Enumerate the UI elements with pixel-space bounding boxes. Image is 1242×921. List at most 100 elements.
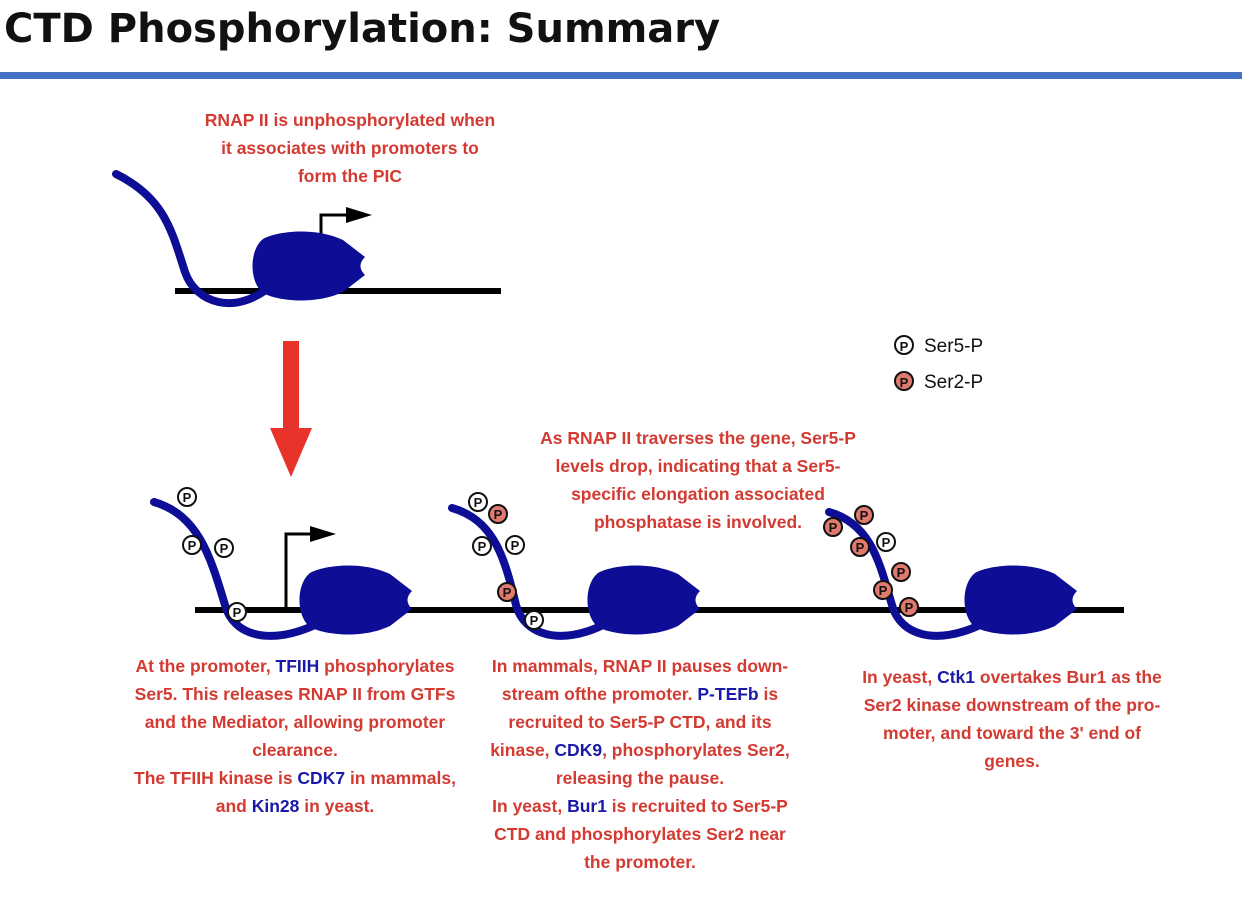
caption-phosphatase-line: As RNAP II traverses the gene, Ser5-P xyxy=(540,428,856,448)
ser5-phospho-marker xyxy=(472,536,492,556)
highlight-cdk7: CDK7 xyxy=(297,768,346,788)
ctd-tail-pic xyxy=(112,170,277,308)
caption-text: the promoter. xyxy=(584,852,696,872)
ser5-phospho-marker xyxy=(876,532,896,552)
caption-text: recruited to Ser5-P CTD, and its xyxy=(508,712,772,732)
caption-text: and xyxy=(215,796,252,816)
caption-text: Ser5. This releases RNAP II from GTFs xyxy=(134,684,456,704)
caption-text: and the Mediator, allowing promoter xyxy=(144,712,446,732)
caption-pic-line: it associates with promoters to xyxy=(221,138,479,158)
phospho-marker-symbol: P xyxy=(474,495,483,510)
ctd-tail-panel1 xyxy=(150,498,319,640)
caption-phosphatase-line: levels drop, indicating that a Ser5- xyxy=(555,456,841,476)
ser5-phospho-marker xyxy=(524,610,544,630)
caption-text: is xyxy=(758,684,779,704)
caption-text: releasing the pause. xyxy=(555,768,725,788)
caption-phosphatase-line: phosphatase is involved. xyxy=(593,512,803,532)
caption-text: in yeast. xyxy=(299,796,375,816)
caption-text: is recruited to Ser5-P xyxy=(606,796,788,816)
phospho-marker-symbol: P xyxy=(905,600,914,615)
phospho-marker-symbol: P xyxy=(478,539,487,554)
phospho-marker-symbol: P xyxy=(882,535,891,550)
caption-text: CTD and phosphorylates Ser2 near xyxy=(494,824,786,844)
promoter-arrowhead-top xyxy=(346,207,372,223)
ser2-phospho-marker xyxy=(891,562,911,582)
highlight-ctk1: Ctk1 xyxy=(937,667,976,687)
ctd-tail-panel3 xyxy=(825,508,984,640)
caption-pic: RNAP II is unphosphorylated when it asso… xyxy=(185,106,515,190)
ser5-phospho-marker xyxy=(177,487,197,507)
ser2-phospho-marker xyxy=(497,582,517,602)
phospho-marker-symbol: P xyxy=(860,508,869,523)
phospho-marker-symbol: P xyxy=(879,583,888,598)
pic-panel xyxy=(112,170,501,308)
phospho-marker-symbol: P xyxy=(530,613,539,628)
ser2-phospho-marker xyxy=(854,505,874,525)
ser2-phospho-marker xyxy=(873,580,893,600)
caption-text: phosphorylates xyxy=(319,656,455,676)
phospho-marker-symbol: P xyxy=(494,507,503,522)
caption-text: The TFIIH kinase is xyxy=(134,768,298,788)
ser5-phospho-marker xyxy=(182,535,202,555)
highlight-ptefb: P-TEFb xyxy=(697,684,759,704)
caption-text: kinase, xyxy=(490,740,555,760)
caption-phosphatase-line: specific elongation associated xyxy=(571,484,825,504)
ctd-tail-panel2 xyxy=(448,504,607,640)
legend-ser5-label: Ser5-P xyxy=(924,336,983,357)
caption-elongation: In yeast, Ctk1 overtakes Bur1 as the Ser… xyxy=(846,663,1178,775)
ser5-phospho-marker xyxy=(214,538,234,558)
caption-pic-line: RNAP II is unphosphorylated when xyxy=(204,110,496,130)
highlight-bur1: Bur1 xyxy=(567,796,607,816)
ser2-phospho-marker xyxy=(823,517,843,537)
caption-text: genes. xyxy=(984,751,1040,771)
transition-arrow xyxy=(270,341,312,477)
phospho-marker-symbol: P xyxy=(220,541,229,556)
phospho-marker-symbol: P xyxy=(503,585,512,600)
ser5-phospho-marker xyxy=(468,492,488,512)
caption-phosphatase: As RNAP II traverses the gene, Ser5-P le… xyxy=(528,424,868,536)
promoter-arrow-bottom xyxy=(284,532,312,610)
ser5-phospho-marker xyxy=(505,535,525,555)
legend-ser2-marker xyxy=(894,371,914,391)
caption-text: moter, and toward the 3' end of xyxy=(883,723,1141,743)
caption-text: in mammals, xyxy=(345,768,456,788)
caption-pic-line: form the PIC xyxy=(297,166,403,186)
ser2-phospho-marker xyxy=(850,537,870,557)
caption-text: In yeast, xyxy=(862,667,938,687)
caption-text: overtakes Bur1 as the xyxy=(975,667,1162,687)
ser2-phospho-marker xyxy=(899,597,919,617)
ser2-phospho-marker xyxy=(488,504,508,524)
phospho-marker-symbol: P xyxy=(897,565,906,580)
caption-text: clearance. xyxy=(252,740,338,760)
caption-text: , phosphorylates Ser2, xyxy=(602,740,790,760)
title-rule xyxy=(0,72,1242,79)
caption-text: Ser2 kinase downstream of the pro- xyxy=(863,695,1161,715)
legend: P Ser5-P P Ser2-P xyxy=(894,335,983,393)
phospho-marker-symbol: P xyxy=(233,605,242,620)
phospho-marker-symbol: P xyxy=(856,540,865,555)
caption-promoter-clearance: At the promoter, TFIIH phosphorylates Se… xyxy=(115,652,475,820)
caption-text: In yeast, xyxy=(492,796,568,816)
legend-ser2-label: Ser2-P xyxy=(924,372,983,393)
legend-ser2-symbol: P xyxy=(900,375,909,390)
caption-text: stream ofthe promoter. xyxy=(501,684,698,704)
phospho-marker-symbol: P xyxy=(829,520,838,535)
highlight-cdk9: CDK9 xyxy=(554,740,603,760)
ser5-phospho-marker xyxy=(227,602,247,622)
slide-title: CTD Phosphorylation: Summary xyxy=(4,6,721,52)
legend-ser5-marker xyxy=(894,335,914,355)
promoter-arrowhead-bottom xyxy=(310,526,336,542)
caption-pause-release: In mammals, RNAP II pauses down- stream … xyxy=(470,652,810,876)
highlight-tfiih: TFIIH xyxy=(275,656,320,676)
highlight-kin28: Kin28 xyxy=(251,796,300,816)
phospho-marker-symbol: P xyxy=(511,538,520,553)
phospho-marker-symbol: P xyxy=(183,490,192,505)
caption-text: At the promoter, xyxy=(135,656,276,676)
legend-ser5-symbol: P xyxy=(900,339,909,354)
